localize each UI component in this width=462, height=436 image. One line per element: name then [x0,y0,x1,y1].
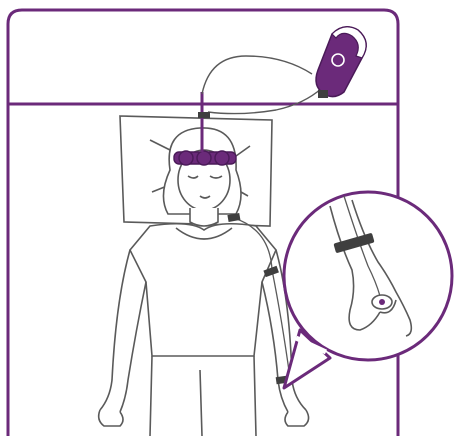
monitor-device [316,27,366,98]
cable-to-device [198,56,322,118]
legs [150,356,256,436]
finger-sensor-icon [372,295,392,309]
torso [130,208,276,356]
eeg-headband [174,151,236,165]
